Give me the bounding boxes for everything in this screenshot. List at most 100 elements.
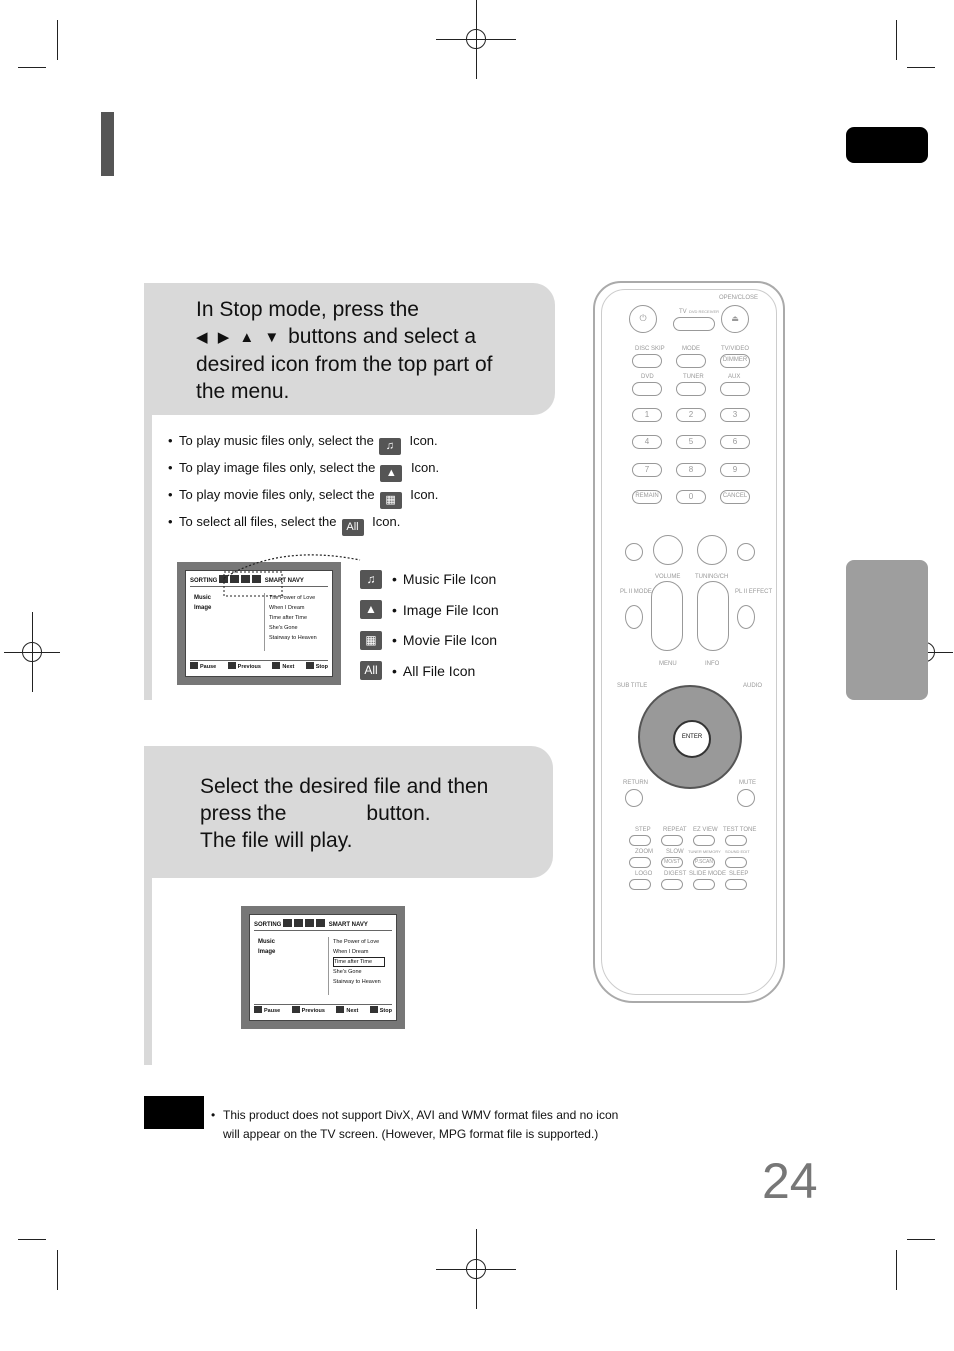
crop-mark [907,1239,935,1240]
sleep-button[interactable] [725,879,747,890]
disc-skip-button[interactable] [632,354,662,368]
tuner-button[interactable] [676,382,706,396]
film-icon: ▦ [379,492,402,509]
volume-rocker[interactable] [651,581,683,651]
remote-label: SLEEP [729,871,749,877]
crop-mark [896,20,897,60]
open-close-button[interactable]: ⏏ [721,305,749,333]
digit-button[interactable]: 2 [676,408,706,422]
music-note-icon [283,919,293,927]
file-list: The Power of Love When I Dream Time afte… [264,593,317,651]
return-icon[interactable] [625,789,643,807]
crop-mark [896,1250,897,1290]
file-list: The Power of Love When I Dream Time afte… [328,937,385,995]
navigation-pad[interactable]: ENTER [638,685,742,789]
play-pause-icon[interactable] [697,535,727,565]
stop-icon[interactable] [653,535,683,565]
zoom-button[interactable] [629,857,651,868]
note-text: This product does not support DivX, AVI … [211,1106,681,1144]
person-icon: ▲ [380,465,403,482]
registration-mark [4,612,60,692]
list-item: To play movie files only, select the▦ Ic… [168,482,498,509]
step1-line2: ◀ ▶ ▲ ▼ buttons and select a [196,323,546,351]
repeat-button[interactable] [661,835,683,846]
screen-top-bar: SORTING SMART NAVY [254,919,392,931]
remote-label: SOUND EDIT [725,849,750,854]
legend-item: All•All File Icon [360,656,499,687]
top-tab [846,127,928,163]
mode-toggle[interactable] [673,317,715,331]
digest-button[interactable] [661,879,683,890]
title-bar [101,112,114,176]
remote-label: DIGEST [664,871,687,877]
digit-button[interactable]: 3 [720,408,750,422]
step1-rail [144,415,152,700]
remote-label: DISC SKIP [635,346,665,352]
tuning-rocker[interactable] [697,581,729,651]
previous-icon[interactable] [625,543,643,561]
remain-button[interactable]: REMAIN [632,490,662,504]
pl-mode-button[interactable] [625,605,643,629]
cancel-button[interactable]: CANCEL [720,490,750,504]
all-icon: All [360,661,382,681]
mode-button[interactable] [676,354,706,368]
digit-button[interactable]: 4 [632,435,662,449]
next-icon[interactable] [737,543,755,561]
slide-mode-button[interactable] [693,879,715,890]
crop-mark [18,1239,46,1240]
digit-button[interactable]: 9 [720,463,750,477]
ez-view-button[interactable] [693,835,715,846]
digit-button[interactable]: 7 [632,463,662,477]
step2-box: Select the desired file and then press t… [144,746,553,878]
remote-label: MUTE [739,780,756,786]
list-item: To play image files only, select the▲ Ic… [168,455,498,482]
step1-line1: In Stop mode, press the [196,298,419,321]
list-item: To play music files only, select the♫ Ic… [168,428,498,455]
aux-button[interactable] [720,382,750,396]
remote-label: MENU [659,661,677,667]
film-icon: ▦ [360,630,382,650]
digit-button[interactable]: 6 [720,435,750,449]
remote-label: VOLUME [655,574,681,580]
note-badge [144,1096,204,1129]
enter-button[interactable]: ENTER [673,720,711,758]
step1-line3: desired icon from the top part of [196,353,493,376]
remote-label: PL II MODE [620,589,652,595]
mute-icon[interactable] [737,789,755,807]
legend-item: ♫•Music File Icon [360,564,499,595]
mo-st-button[interactable]: MO/ST [661,857,683,868]
remote-label: AUDIO [743,683,763,689]
logo-button[interactable] [629,879,651,890]
pl-effect-button[interactable] [737,605,755,629]
remote-label: STEP [635,827,651,833]
remote-label: TUNER [683,374,704,380]
digit-button[interactable]: 5 [676,435,706,449]
crop-mark [907,67,935,68]
folder-list: Music Image [258,939,276,955]
remote-label: OPEN/CLOSE [719,295,759,301]
digit-button[interactable]: 8 [676,463,706,477]
all-icon: All [341,519,364,536]
remote-label: ZOOM [635,849,653,855]
crop-mark [18,67,46,68]
step2-line3: The file will play. [200,829,353,852]
p-scan-button[interactable]: P.SCAN [693,857,715,868]
power-button[interactable]: ⏻ [629,305,657,333]
dimmer-button[interactable]: DIMMER [720,354,750,368]
remote-label: REPEAT [663,827,687,833]
digit-button[interactable]: 1 [632,408,662,422]
sound-edit-button[interactable] [725,857,747,868]
remote-label: EZ VIEW [693,827,718,833]
callout-dotted-line [223,554,361,597]
all-icon [252,575,262,583]
step1-line4: the menu. [196,380,290,403]
step-button[interactable] [629,835,651,846]
remote-label: MODE [682,346,700,352]
remote-label: PL II EFFECT [735,589,773,595]
test-tone-button[interactable] [725,835,747,846]
icon-legend: ♫•Music File Icon ▲•Image File Icon ▦•Mo… [360,564,499,686]
dvd-button[interactable] [632,382,662,396]
music-note-icon: ♫ [378,438,401,455]
digit-button[interactable]: 0 [676,490,706,504]
